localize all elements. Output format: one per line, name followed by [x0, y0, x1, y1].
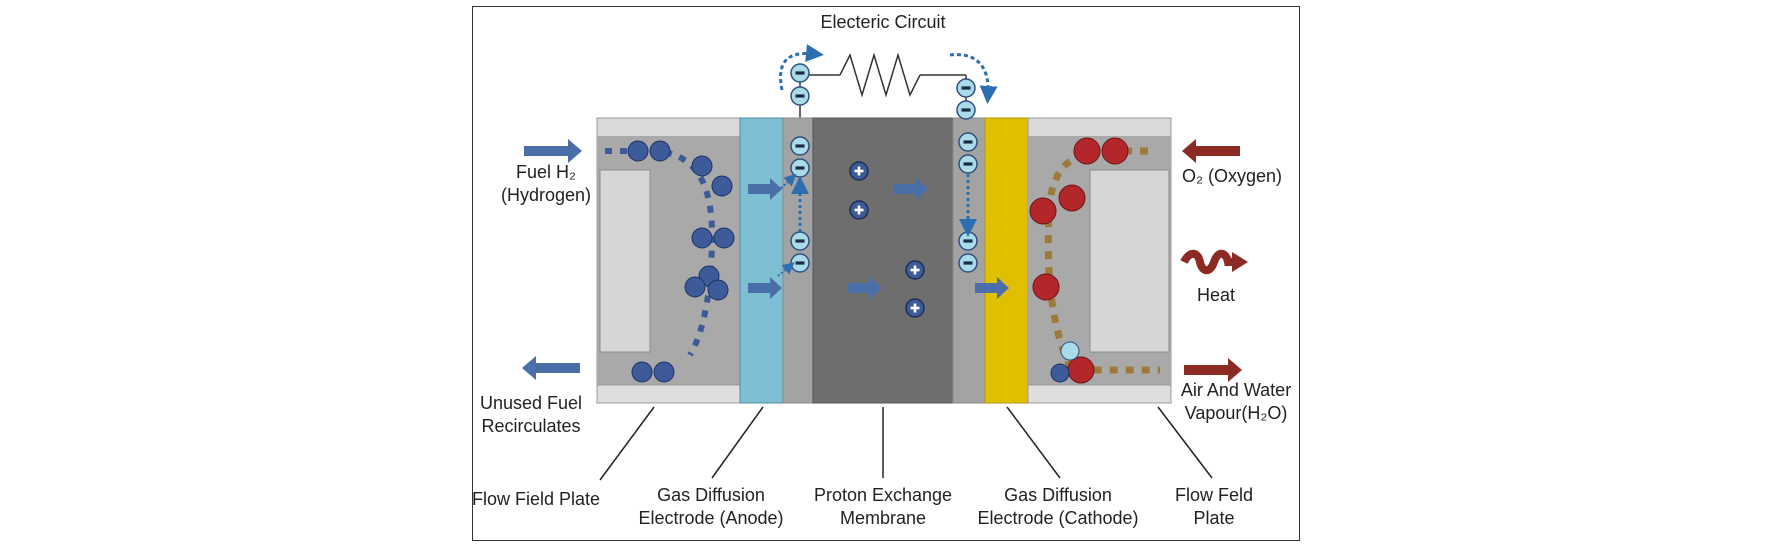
fuel-out-arrow [522, 356, 580, 380]
air-out-arrow [1184, 358, 1242, 382]
hydrogen-flow-path [605, 148, 716, 357]
oxygen-in-arrow [1182, 139, 1240, 163]
flow-field-plate-left [596, 117, 741, 404]
unused-fuel-label-2: Recirculates [481, 416, 580, 436]
fuel-label-1: Fuel H₂ [516, 162, 576, 182]
air-label-2: Vapour(H₂O) [1185, 403, 1288, 423]
fuel-label-2: (Hydrogen) [501, 185, 591, 205]
label-gde-anode-1: Gas Diffusion [657, 485, 765, 505]
heat-label: Heat [1197, 285, 1235, 305]
label-gde-anode-2: Electrode (Anode) [638, 508, 783, 528]
label-flow-feld-plate-1: Flow Feld [1175, 485, 1253, 505]
cathode-electrode [984, 117, 1029, 404]
anode-electrode [739, 117, 784, 404]
hydrogen-molecules [627, 140, 735, 383]
leader-lines [599, 406, 1213, 481]
unused-fuel-label-1: Unused Fuel [480, 393, 582, 413]
label-gde-cathode-1: Gas Diffusion [1004, 485, 1112, 505]
circuit-title: Electeric Circuit [820, 12, 945, 32]
oxygen-label: O₂ (Oxygen) [1182, 166, 1282, 186]
flow-field-plate-right [1027, 117, 1172, 404]
fuel-in-arrow [524, 139, 582, 163]
label-flow-feld-plate-2: Plate [1193, 508, 1234, 528]
label-gde-cathode-2: Electrode (Cathode) [977, 508, 1138, 528]
proton-exchange-membrane [812, 117, 954, 404]
heat-arrow [1180, 249, 1236, 275]
label-pem-2: Membrane [840, 508, 926, 528]
ion-flow-arrows [748, 178, 1009, 299]
label-flow-field-plate: Flow Field Plate [472, 489, 600, 509]
oxygen-molecules [1029, 137, 1129, 384]
air-label-1: Air And Water [1181, 380, 1291, 400]
water-molecule [1050, 341, 1080, 383]
label-pem-1: Proton Exchange [814, 485, 952, 505]
